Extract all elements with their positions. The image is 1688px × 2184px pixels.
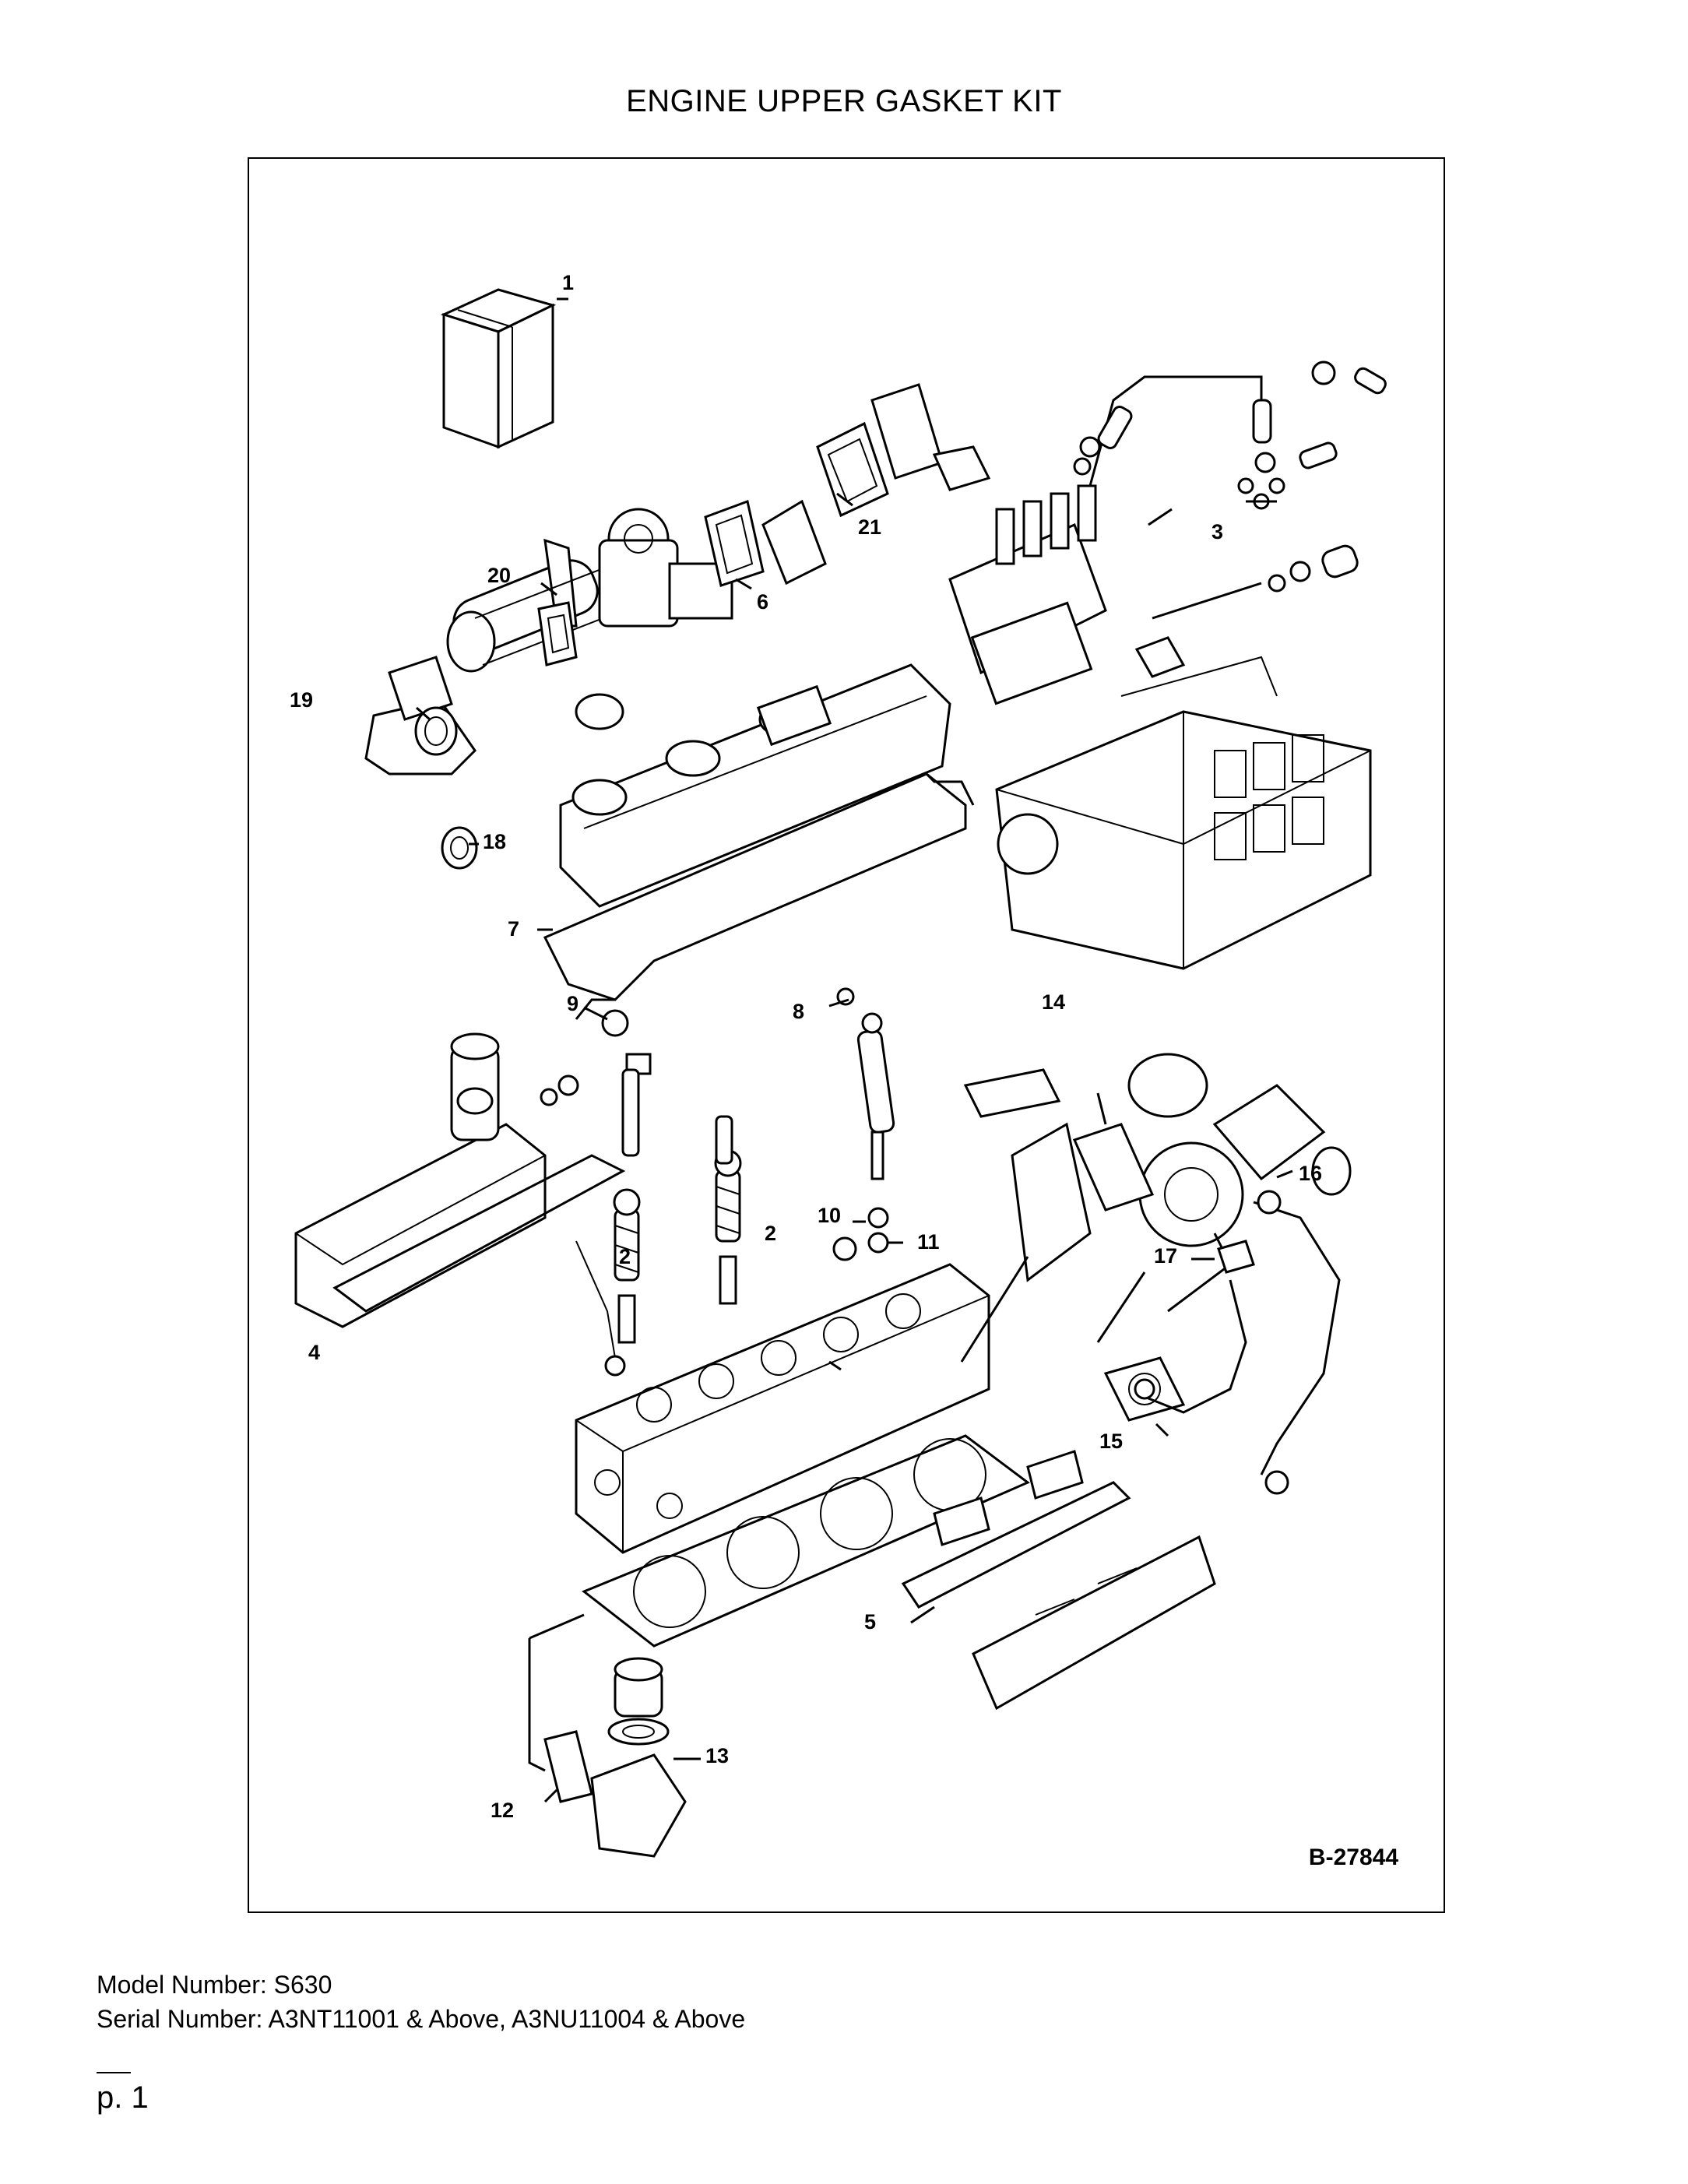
thermostat-gasket-13 — [607, 1718, 670, 1746]
callout-3: 3 — [1211, 520, 1224, 543]
thermostat-gasket-12 — [543, 1730, 593, 1803]
valve-spring-right — [714, 1149, 742, 1305]
exhaust-elbow — [1011, 1122, 1092, 1282]
exhaust-manifold — [972, 1535, 1216, 1711]
valve-stem-left — [621, 1068, 640, 1157]
callout-20: 20 — [487, 564, 512, 587]
egr-gasket-21 — [816, 421, 889, 518]
head-gasket — [582, 1434, 1030, 1648]
callout-4: 4 — [308, 1341, 321, 1364]
callout-9: 9 — [567, 992, 579, 1015]
exhaust-gasket-5 — [901, 1450, 1131, 1609]
figure-id: B-27844 — [1308, 1845, 1398, 1870]
callout-14: 14 — [1042, 990, 1066, 1014]
callout-12: 12 — [491, 1799, 515, 1822]
callout-15: 15 — [1099, 1430, 1124, 1453]
callout-1: 1 — [562, 271, 575, 294]
oil-filler-cap — [575, 693, 624, 730]
exhaust-flange — [963, 1068, 1061, 1118]
egr-valve — [598, 508, 733, 628]
oil-line-16 — [1253, 1201, 1341, 1475]
injection-pump — [948, 484, 1107, 705]
callout-8: 8 — [793, 1000, 805, 1023]
callout-18: 18 — [483, 830, 507, 853]
valve-stem-right — [715, 1115, 733, 1165]
serial-number: Serial Number: A3NT11001 & Above, A3NU11… — [97, 2005, 746, 2033]
callout-5: 5 — [864, 1610, 877, 1634]
glow-plug — [575, 1240, 616, 1359]
egr-gasket-18 — [441, 826, 478, 870]
callout-16: 16 — [1299, 1162, 1323, 1185]
intake-flange-gasket — [932, 445, 991, 491]
turbocharger — [1127, 1053, 1352, 1247]
callout-2-right: 2 — [765, 1222, 777, 1245]
callout-13: 13 — [705, 1744, 730, 1767]
intake-manifold — [294, 1032, 547, 1328]
page-title: ENGINE UPPER GASKET KIT — [626, 84, 1062, 118]
exploded-engine-diagram — [294, 288, 1387, 1858]
footer-info: Model Number: S630 Serial Number: A3NT11… — [97, 1968, 745, 2036]
callout-2-left: 2 — [619, 1245, 631, 1268]
turbo-gasket-14 — [1072, 1123, 1155, 1212]
page-number: p. 1 — [97, 2080, 149, 2115]
oil-return-line — [1144, 1279, 1247, 1414]
injector-washer-10 — [867, 1207, 889, 1229]
callout-10: 10 — [818, 1204, 842, 1227]
engine-block — [995, 710, 1372, 970]
egr-gasket-19 — [414, 706, 458, 756]
page-number-rule — [97, 2072, 131, 2073]
gasket-kit-box-icon — [440, 288, 561, 449]
fuel-injector — [856, 1012, 895, 1180]
oil-gasket-17 — [1217, 1240, 1255, 1274]
egr-gasket-20 — [537, 601, 578, 666]
callout-6: 6 — [757, 590, 769, 614]
diagram-frame: 1 2 2 3 4 5 6 7 8 9 10 11 12 13 14 15 16… — [248, 157, 1445, 1913]
intake-adapter — [761, 499, 827, 586]
valve-cover — [559, 663, 951, 908]
cylinder-head — [575, 1263, 990, 1554]
callout-19: 19 — [290, 688, 314, 712]
model-number: Model Number: S630 — [97, 1971, 332, 1999]
egr-gasket-6 — [704, 499, 765, 587]
intake-elbow — [870, 383, 944, 480]
injector-seal-11 — [867, 1232, 889, 1254]
callout-7: 7 — [508, 917, 520, 941]
callout-17: 17 — [1154, 1244, 1178, 1268]
valve-spring-left — [613, 1188, 641, 1344]
callout-21: 21 — [858, 515, 882, 539]
callout-11: 11 — [917, 1230, 940, 1254]
intake-gasket-4 — [332, 1154, 626, 1313]
thermostat-housing — [590, 1657, 687, 1858]
